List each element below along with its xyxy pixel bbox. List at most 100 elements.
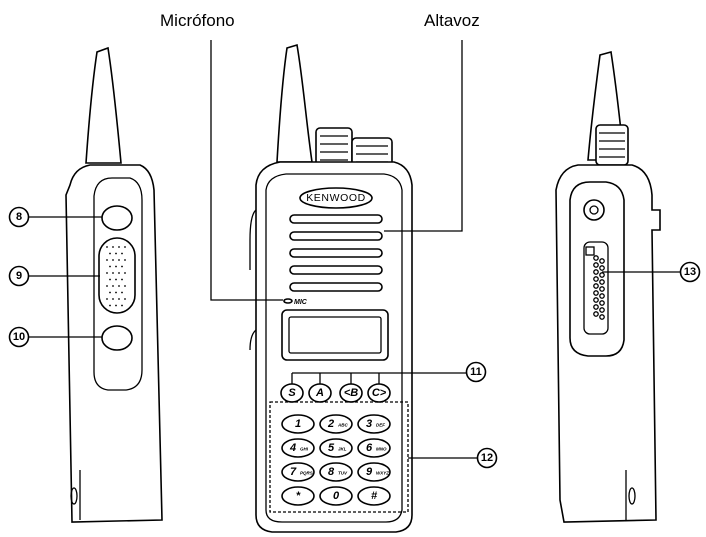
function-key-label: A <box>315 387 324 399</box>
grip-dot <box>112 285 114 287</box>
callout-12: 12 <box>476 447 498 469</box>
svg-text:8: 8 <box>16 211 22 223</box>
ptt-button[interactable] <box>98 237 136 314</box>
grip-dot <box>118 285 120 287</box>
connector-pin <box>593 297 599 303</box>
side-button-top[interactable] <box>101 205 133 231</box>
function-keys: S A <B C> <box>280 383 391 403</box>
keypad-key-label: 8 <box>328 466 335 478</box>
keypad-key-label: 3 <box>366 418 372 430</box>
mic-marking: MIC <box>294 299 308 306</box>
connector-pin <box>599 279 605 285</box>
svg-text:11: 11 <box>470 366 482 378</box>
grip-dot <box>109 278 111 281</box>
keypad-key-label: # <box>371 490 378 502</box>
label-microphone: Micrófono <box>160 11 235 30</box>
grip-dot <box>118 298 120 300</box>
connector-pin <box>593 304 599 310</box>
connector-pin <box>599 286 605 292</box>
keypad-key[interactable]: 0 <box>319 486 353 506</box>
grip-dot <box>121 304 123 307</box>
grip-dot <box>109 252 111 255</box>
connector-pin <box>593 311 599 317</box>
keypad-key[interactable]: 3 DEF <box>357 414 391 434</box>
connector-pin <box>599 293 605 299</box>
grip-dot <box>115 265 117 268</box>
grip-dot <box>124 298 126 300</box>
keypad-key-label: 5 <box>328 442 335 454</box>
svg-text:10: 10 <box>13 331 25 343</box>
left-side-view <box>29 46 163 523</box>
connector-pin <box>593 283 599 289</box>
svg-text:12: 12 <box>481 452 493 464</box>
connector-pin <box>599 265 605 271</box>
label-speaker: Altavoz <box>424 11 480 30</box>
connector-pin <box>593 276 599 282</box>
grip-dot <box>106 298 108 300</box>
svg-text:9: 9 <box>16 270 22 282</box>
keypad-key-letters: GHI <box>300 447 309 452</box>
function-key[interactable]: S <box>280 383 304 403</box>
ptt-grip-dots <box>106 246 126 307</box>
grip-dot <box>112 298 114 300</box>
keypad-key[interactable]: # <box>357 486 391 506</box>
grip-dot <box>109 265 111 268</box>
grip-dot <box>124 285 126 287</box>
keypad-key-label: 1 <box>295 418 301 430</box>
grip-dot <box>115 252 117 255</box>
keypad-key-letters: TUV <box>338 471 348 476</box>
side-button-bottom[interactable] <box>101 325 133 351</box>
grip-dot <box>118 259 120 261</box>
grip-dot <box>106 285 108 287</box>
grip-dot <box>112 246 114 248</box>
grip-dot <box>112 272 114 274</box>
keypad-key-label: 2 <box>327 418 334 430</box>
keypad-key-label: * <box>296 490 301 502</box>
accessory-connector <box>583 241 609 335</box>
lcd-display <box>281 309 389 361</box>
grip-dot <box>121 291 123 294</box>
brand-logo: KENWOOD <box>306 192 366 204</box>
connector-pin <box>599 300 605 306</box>
keypad-key-letters: DEF <box>376 423 385 428</box>
keypad-key-label: 7 <box>290 466 297 478</box>
callout-13: 13 <box>679 261 701 283</box>
callout-8: 8 <box>8 206 30 228</box>
grip-dot <box>106 259 108 261</box>
grip-dot <box>106 246 108 248</box>
speaker-grille <box>289 214 383 292</box>
grip-dot <box>115 278 117 281</box>
grip-dot <box>121 265 123 268</box>
function-key[interactable]: <B <box>339 383 363 403</box>
keypad-key-label: 0 <box>333 490 340 502</box>
grip-dot <box>115 304 117 307</box>
right-side-view <box>555 50 680 523</box>
keypad-key[interactable]: * <box>281 486 315 506</box>
keypad-key-letters: WXYZ <box>376 471 389 476</box>
keypad-key-letters: MNO <box>376 447 387 452</box>
keypad-key-label: 4 <box>289 442 296 454</box>
grip-dot <box>124 246 126 248</box>
callout-9: 9 <box>8 265 30 287</box>
function-key-label: S <box>288 387 296 399</box>
function-key[interactable]: C> <box>367 383 391 403</box>
keypad-key-letters: ABC <box>337 423 348 428</box>
connector-pin <box>593 290 599 296</box>
grip-dot <box>118 246 120 248</box>
function-key[interactable]: A <box>308 383 332 403</box>
grip-dot <box>109 304 111 307</box>
keypad-key[interactable]: 1 <box>281 414 315 434</box>
callout-10: 10 <box>8 326 30 348</box>
function-key-label: <B <box>344 387 358 399</box>
grip-dot <box>115 291 117 294</box>
keypad-key[interactable]: 4 GHI <box>281 438 315 458</box>
